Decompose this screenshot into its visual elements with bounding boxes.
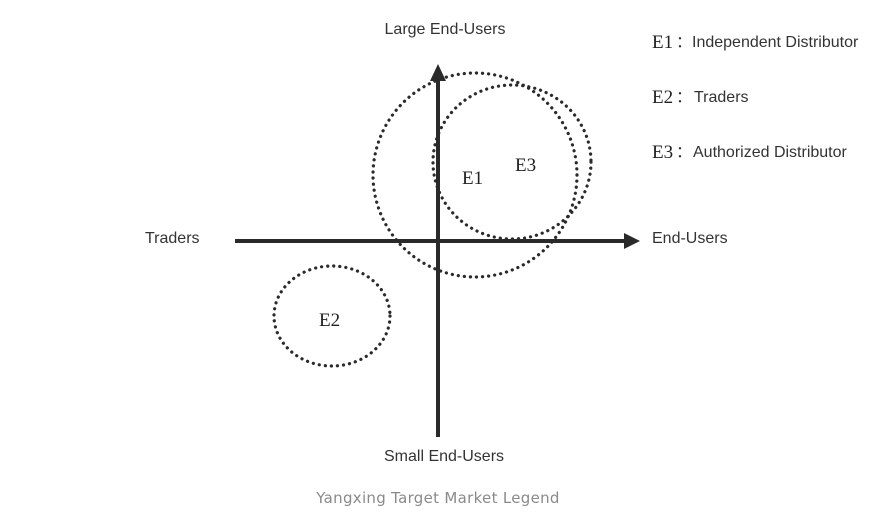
legend-key: E2: [652, 87, 673, 108]
legend-separator: ：: [676, 89, 692, 106]
legend-text: Traders: [694, 89, 749, 106]
axis-label-top: Large End-Users: [385, 21, 506, 38]
horizontal-axis-arrowhead: [624, 233, 640, 249]
figure-caption: Yangxing Target Market Legend: [315, 489, 559, 507]
legend-key: E3: [652, 142, 673, 163]
region-e1-circle: [371, 71, 579, 279]
vertical-axis-arrowhead: [430, 64, 446, 81]
legend-separator: ：: [676, 144, 692, 161]
region-label-e1: E1: [462, 168, 483, 189]
legend: E1 ： Independent Distributor E2 ： Trader…: [652, 32, 859, 163]
legend-item-e2: E2 ： Traders: [652, 87, 749, 108]
legend-key: E1: [652, 32, 673, 53]
legend-item-e3: E3 ： Authorized Distributor: [652, 142, 848, 163]
axis-label-right: End-Users: [652, 230, 728, 247]
legend-text: Authorized Distributor: [693, 144, 848, 161]
region-e2-circle: [272, 264, 392, 368]
legend-separator: ：: [676, 34, 692, 51]
legend-item-e1: E1 ： Independent Distributor: [652, 32, 859, 53]
region-e3-circle: [431, 83, 593, 241]
axis-label-bottom: Small End-Users: [384, 448, 504, 465]
axis-label-left: Traders: [145, 230, 200, 247]
region-label-e2: E2: [319, 310, 340, 331]
region-label-e3: E3: [515, 155, 536, 176]
legend-text: Independent Distributor: [692, 34, 859, 51]
